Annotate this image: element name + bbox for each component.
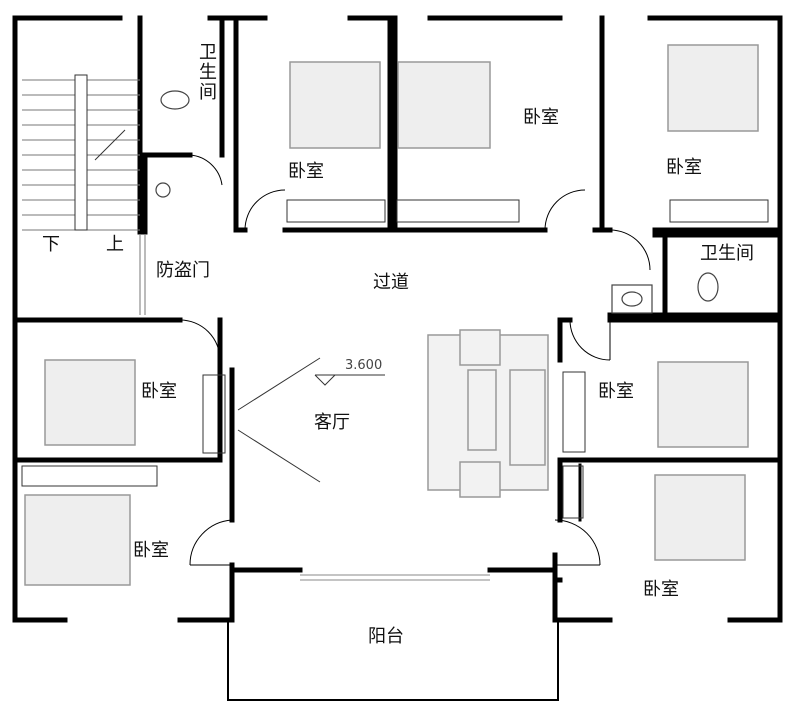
security-door-label: 防盗门 (156, 260, 210, 281)
elevation-label: 3.600 (345, 358, 383, 373)
room-label-bath-right: 卫生间 (700, 243, 754, 264)
room-label-bed-top-right: 卧室 (666, 157, 702, 178)
walls (12, 15, 783, 701)
sofa-set (427, 329, 549, 498)
fixtures (155, 90, 719, 314)
room-label-bed-bottom-right: 卧室 (643, 579, 679, 600)
room-label-bath-left: 卫生间 (196, 42, 217, 102)
wardrobes (21, 199, 769, 519)
room-label-balcony: 阳台 (368, 626, 404, 647)
room-label-bed-top-left: 卧室 (288, 161, 324, 182)
room-label-living: 客厅 (314, 412, 350, 433)
beds (24, 44, 759, 586)
room-label-bed-mid-right: 卧室 (598, 381, 634, 402)
staircase (22, 74, 146, 315)
stairs-up-label: 上 (106, 234, 124, 255)
stairs-down-label: 下 (42, 234, 60, 255)
room-label-bed-bottom-left: 卧室 (133, 540, 169, 561)
room-label-bed-mid-left: 卧室 (141, 381, 177, 402)
room-label-bed-top-mid: 卧室 (523, 107, 559, 128)
doors (179, 154, 651, 581)
corridor-label: 过道 (373, 272, 409, 293)
elevation-marker (237, 357, 385, 483)
